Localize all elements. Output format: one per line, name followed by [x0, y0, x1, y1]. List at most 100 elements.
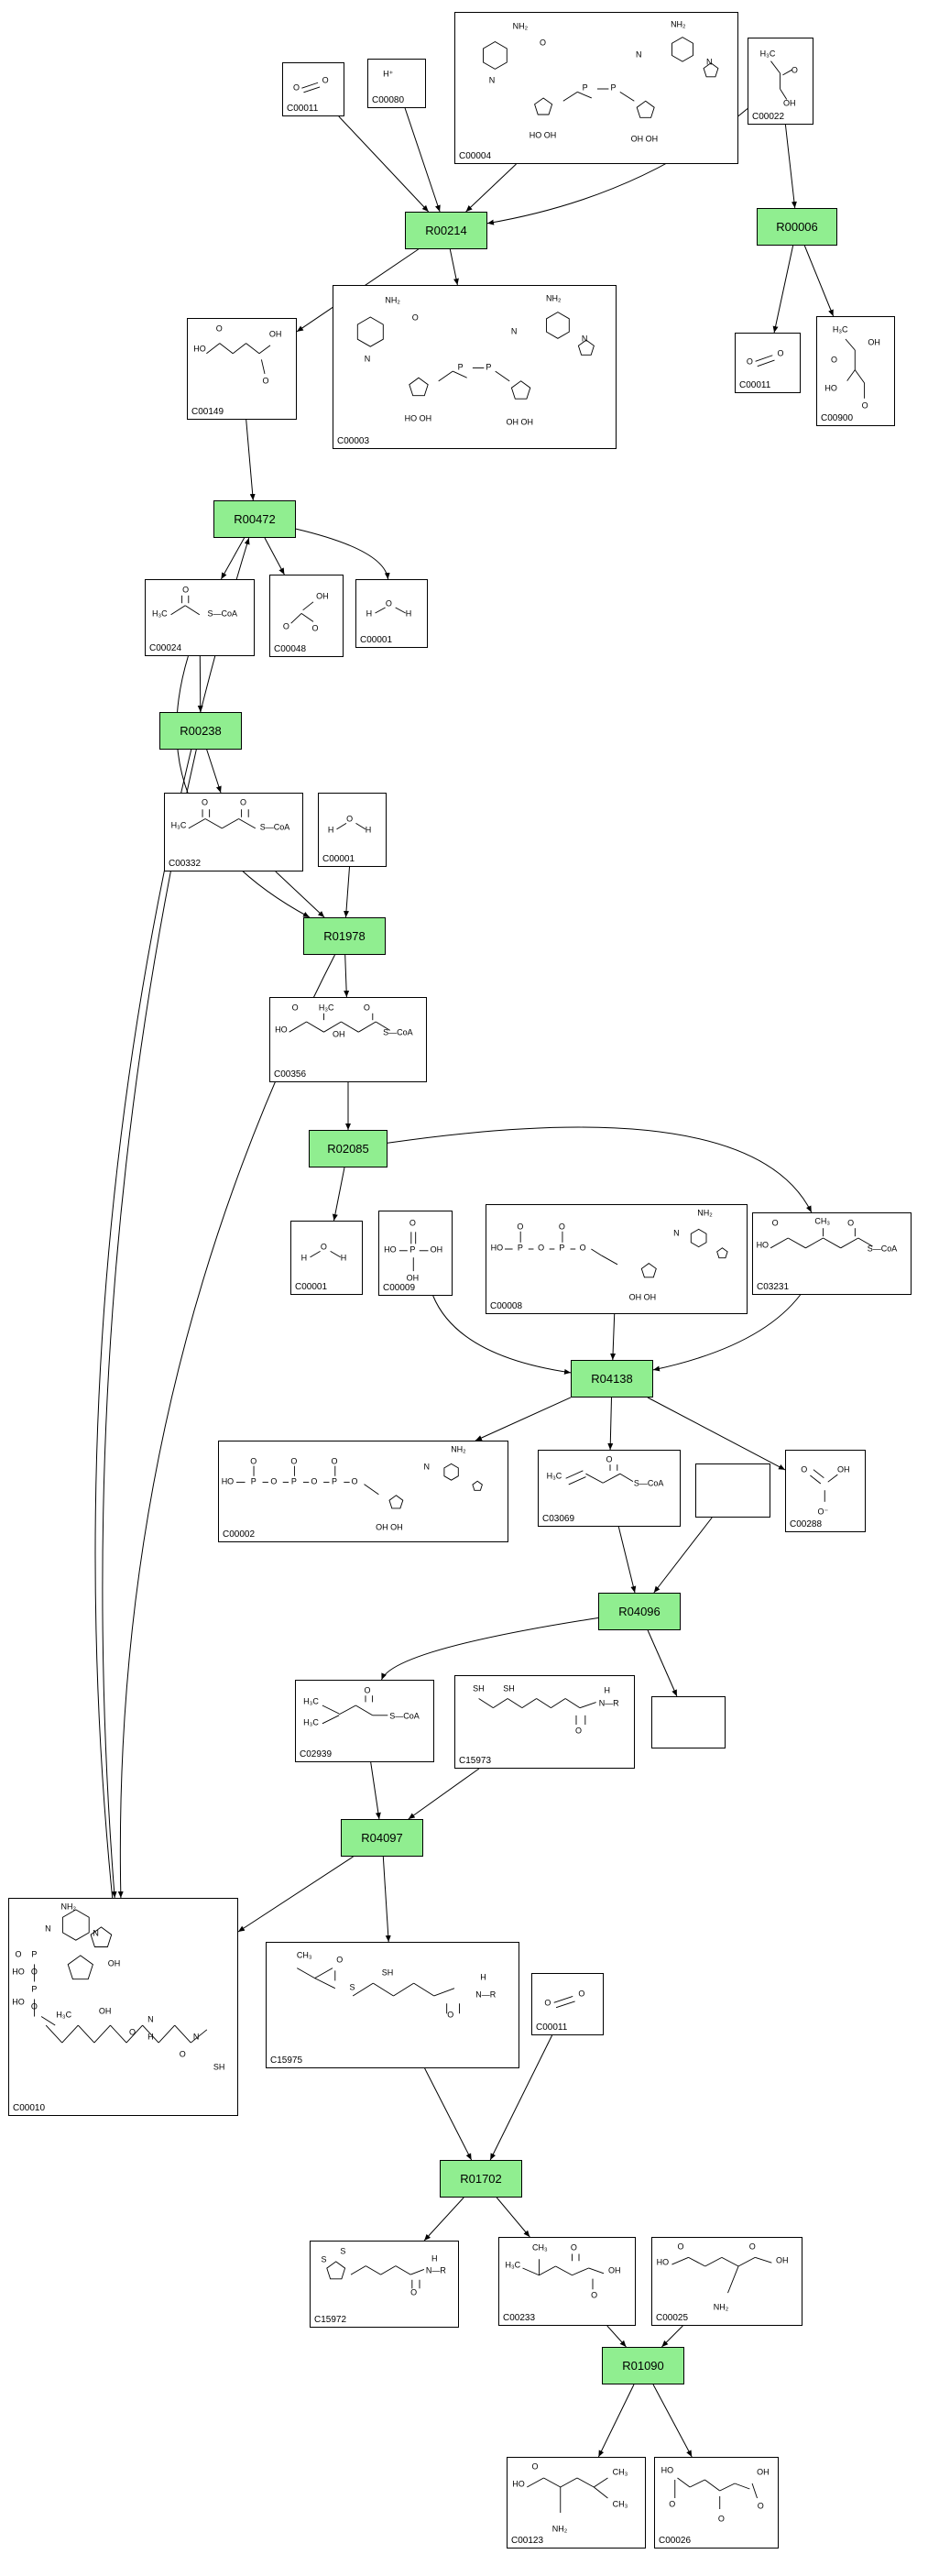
reaction-label: R00006: [776, 220, 818, 234]
atom-label: N—R: [475, 1990, 497, 2000]
molecule-structure: [770, 1228, 873, 1249]
atom-label: O: [290, 1456, 298, 1466]
atom-label: CH₃: [296, 1950, 312, 1960]
atom-label: O: [15, 1949, 22, 1959]
reaction-edge: [423, 2197, 464, 2242]
atom-label: NH₂: [551, 2524, 568, 2534]
atom-label: O: [748, 2242, 756, 2251]
compound-code: C00233: [503, 2313, 536, 2323]
atom-label: O: [346, 814, 354, 824]
reaction-box-r02085[interactable]: R02085: [309, 1130, 388, 1167]
atom-label: HO: [512, 2479, 525, 2489]
atom-label: O: [539, 38, 546, 48]
atom-label: O: [262, 376, 269, 386]
molecule-structure: [755, 355, 775, 367]
atom-label: OH: [837, 1464, 850, 1474]
reaction-label: R02085: [327, 1142, 369, 1156]
atom-label: OH: [406, 1273, 420, 1283]
reaction-box-r01702[interactable]: R01702: [440, 2160, 522, 2198]
reaction-edge: [610, 1313, 617, 1361]
reaction-edge: [338, 115, 430, 213]
atom-label: HO: [12, 1967, 25, 1977]
reaction-label: R04097: [361, 1831, 403, 1845]
reaction-box-r00238[interactable]: R00238: [159, 712, 242, 750]
atom-label: S: [340, 2246, 346, 2256]
atom-label: NH₂: [671, 19, 686, 29]
compound-code: C02939: [300, 1749, 333, 1759]
atom-label: HO: [656, 2257, 670, 2267]
empty-box[interactable]: [651, 1696, 726, 1748]
atom-label: S—CoA: [633, 1478, 664, 1488]
reaction-box-r01090[interactable]: R01090: [602, 2347, 684, 2384]
atom-label: O: [801, 1464, 808, 1474]
atom-label: HO OH: [529, 130, 557, 140]
atom-label: O: [531, 2461, 539, 2472]
reaction-box-r04096[interactable]: R04096: [598, 1593, 681, 1630]
atom-label: O: [291, 1003, 299, 1013]
compound-code: C00900: [821, 413, 854, 423]
molecule-structure: [674, 2477, 758, 2509]
atom-label: O: [270, 1476, 278, 1486]
reaction-box-r00472[interactable]: R00472: [213, 500, 296, 538]
atom-label: H: [604, 1685, 611, 1695]
molecule-structure: [322, 1695, 388, 1725]
atom-label: O: [861, 400, 868, 411]
reaction-box-r00214[interactable]: R00214: [405, 212, 487, 249]
molecule-structure: [483, 37, 719, 118]
reaction-box-r04097[interactable]: R04097: [341, 1819, 423, 1857]
atom-label: NH₂: [697, 1208, 713, 1218]
molecule-structure: [375, 607, 406, 614]
atom-label: H: [327, 825, 334, 834]
reaction-box-r00006[interactable]: R00006: [757, 208, 837, 246]
atom-label: NH₂: [451, 1444, 466, 1454]
molecule-structure: [326, 2261, 425, 2289]
atom-label: O: [717, 2514, 725, 2524]
empty-box[interactable]: [695, 1463, 770, 1518]
atom-label: O: [293, 82, 300, 93]
atom-label: O: [757, 2501, 764, 2511]
reaction-box-r04138[interactable]: R04138: [571, 1360, 653, 1398]
atom-label: N: [705, 57, 713, 67]
atom-label: O: [575, 1726, 583, 1736]
reaction-edge: [102, 749, 197, 1899]
reaction-edge: [295, 528, 390, 580]
atom-label: O: [677, 2242, 684, 2251]
reaction-box-r01978[interactable]: R01978: [303, 917, 386, 955]
atom-label: H: [480, 1972, 486, 1982]
compound-code: C00356: [274, 1069, 307, 1080]
reaction-label: R04138: [591, 1372, 633, 1386]
reaction-edge: [246, 419, 256, 501]
compound-box-c00080[interactable]: H⁺C00080: [367, 59, 426, 108]
